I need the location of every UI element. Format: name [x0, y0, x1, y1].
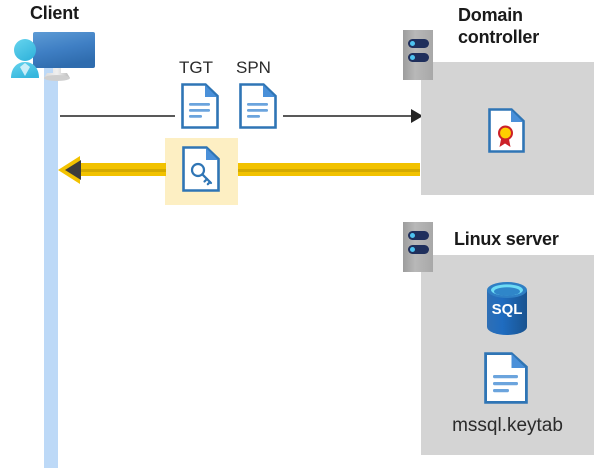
spn-document-icon — [239, 83, 277, 129]
certificate-document-icon — [488, 108, 525, 153]
linux-server-rack-icon — [403, 222, 433, 272]
keytab-document-icon — [484, 352, 528, 404]
rack-led-icon — [410, 41, 415, 46]
response-arrow-segment-left — [72, 163, 166, 176]
tgt-document-icon — [181, 83, 219, 129]
domain-controller-server-rack-icon — [403, 30, 433, 80]
rack-led-icon — [410, 55, 415, 60]
rack-bar — [408, 53, 429, 62]
response-arrowhead-icon — [65, 160, 81, 180]
request-arrow-segment-right — [283, 115, 413, 117]
tgt-label: TGT — [179, 58, 213, 77]
spn-label: SPN — [236, 58, 271, 77]
request-arrowhead-icon — [411, 109, 423, 123]
response-arrow-segment-right — [238, 163, 420, 176]
linux-server-title: Linux server — [454, 229, 559, 249]
domain-controller-title: Domain controller — [458, 5, 540, 47]
sql-database-icon: SQL — [483, 280, 531, 337]
rack-led-icon — [410, 247, 415, 252]
rack-led-icon — [410, 233, 415, 238]
user-monitor-icon — [6, 26, 98, 82]
rack-bar — [408, 245, 429, 254]
sql-label: SQL — [492, 301, 523, 318]
request-arrow-segment-left — [60, 115, 175, 117]
rack-bar — [408, 231, 429, 240]
rack-bar — [408, 39, 429, 48]
client-title: Client — [30, 3, 79, 23]
keytab-filename-label: mssql.keytab — [452, 415, 563, 436]
key-document-icon — [182, 146, 220, 192]
client-lifeline — [44, 68, 58, 468]
